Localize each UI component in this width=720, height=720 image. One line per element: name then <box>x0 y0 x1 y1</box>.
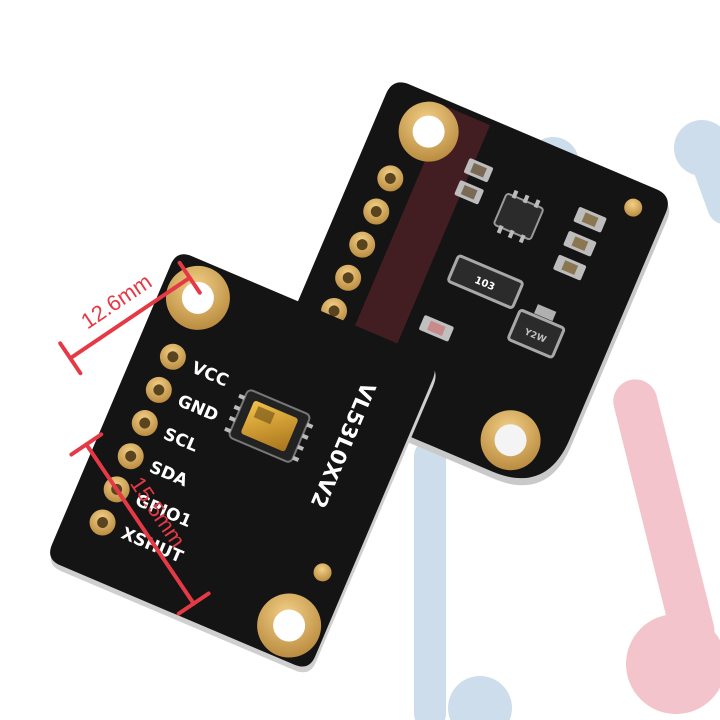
front-board: VCC GND SCL SDA GPIO1 XSHUT VL53L0XV2 <box>50 254 436 673</box>
back-board-components <box>419 158 607 359</box>
front-board-test-pad <box>313 563 332 582</box>
back-board-tint <box>330 107 491 402</box>
front-board-mount-hole <box>257 593 322 658</box>
back-board-mount-hole <box>480 410 541 471</box>
back-board-test-pad <box>624 198 643 217</box>
tof-sensor-chip <box>224 389 314 463</box>
front-board-pcb <box>50 254 435 667</box>
back-board-mount-hole <box>398 101 459 162</box>
